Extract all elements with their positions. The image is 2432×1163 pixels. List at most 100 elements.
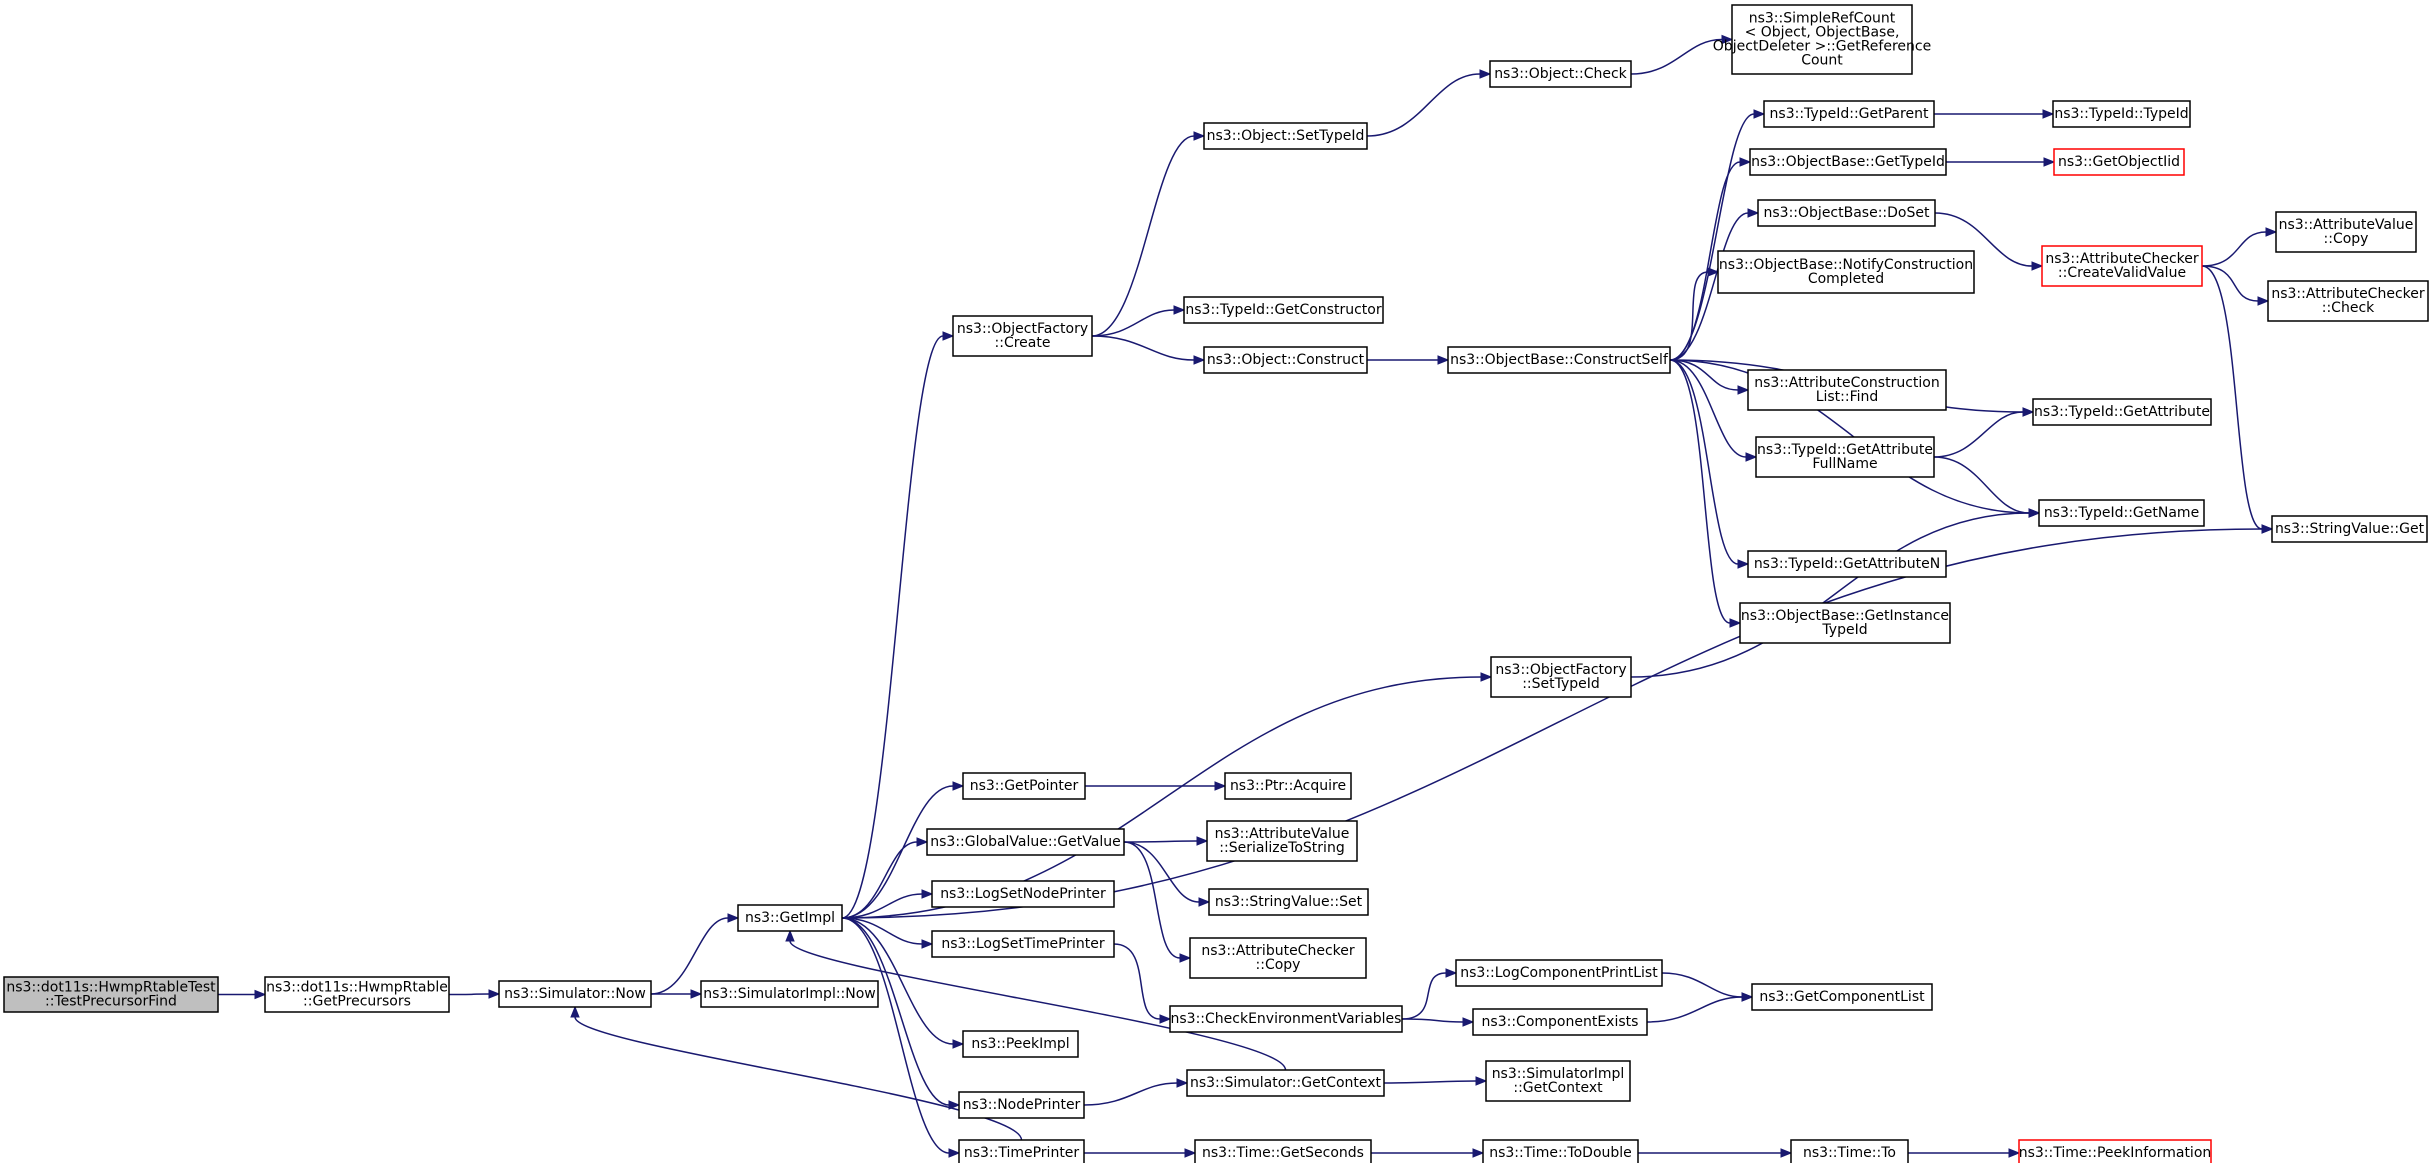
node-ns3-typeid-typeid[interactable]: ns3::TypeId::TypeId — [2052, 100, 2191, 128]
node-ns3-getimpl[interactable]: ns3::GetImpl — [737, 904, 843, 932]
node-ns3-object-check[interactable]: ns3::Object::Check — [1489, 60, 1632, 88]
node-label: ns3::AttributeChecker — [1201, 943, 1355, 959]
node-ns3-globalvalue-getvalue[interactable]: ns3::GlobalValue::GetValue — [926, 828, 1125, 856]
node-label: ns3::PeekImpl — [971, 1036, 1069, 1052]
node-label: TypeId — [1821, 622, 1867, 638]
node-ns3-simplerefcount-object-objectbase-objectdeleter-getreferencecount[interactable]: ns3::SimpleRefCount< Object, ObjectBase,… — [1713, 4, 1931, 75]
edge-n28-n24 — [1630, 512, 2030, 678]
node-ns3-dot11s-hwmprtable-getprecursors[interactable]: ns3::dot11s::HwmpRtable::GetPrecursors — [264, 976, 450, 1013]
node-ns3-attributechecker-copy[interactable]: ns3::AttributeChecker::Copy — [1189, 937, 1367, 979]
node-label: ns3::GetPointer — [970, 778, 1079, 794]
node-ns3-time-getseconds[interactable]: ns3::Time::GetSeconds — [1194, 1139, 1372, 1163]
node-ns3-object-construct[interactable]: ns3::Object::Construct — [1203, 346, 1368, 374]
node-ns3-objectbase-doset[interactable]: ns3::ObjectBase::DoSet — [1757, 199, 1936, 227]
node-box — [1763, 100, 1935, 128]
edge-arrowhead — [1780, 1148, 1793, 1158]
node-ns3-typeid-getname[interactable]: ns3::TypeId::GetName — [2038, 499, 2205, 527]
node-label: ns3::ComponentExists — [1482, 1014, 1639, 1030]
node-ns3-stringvalue-set[interactable]: ns3::StringValue::Set — [1208, 888, 1369, 916]
node-label: ns3::GlobalValue::GetValue — [930, 834, 1120, 850]
node-box — [1189, 937, 1367, 979]
node-ns3-logsettimeprinter[interactable]: ns3::LogSetTimePrinter — [931, 930, 1115, 958]
edge-n37-n39 — [1401, 1018, 1464, 1023]
node-ns3-objectbase-gettypeid[interactable]: ns3::ObjectBase::GetTypeId — [1749, 148, 1947, 176]
edge-n9-n10 — [1630, 38, 1723, 75]
node-ns3-typeid-getattribute[interactable]: ns3::TypeId::GetAttribute — [2032, 398, 2212, 426]
node-ns3-attributevalue-serializetostring[interactable]: ns3::AttributeValue::SerializeToString — [1206, 820, 1358, 862]
node-box — [2038, 499, 2205, 527]
edge-arrowhead — [1193, 355, 1206, 365]
edge-n3-n35 — [841, 893, 923, 919]
edge-n17-n25 — [2201, 265, 2263, 530]
node-label: ::SerializeToString — [1219, 840, 1344, 856]
node-ns3-objectbase-notifyconstructioncompleted[interactable]: ns3::ObjectBase::NotifyConstructionCompl… — [1717, 250, 1975, 294]
node-ns3-stringvalue-get[interactable]: ns3::StringValue::Get — [2271, 515, 2428, 543]
edge-arrowhead — [952, 1039, 965, 1049]
node-label: List::Find — [1816, 389, 1879, 405]
edge-n37-n38 — [1401, 972, 1447, 1020]
node-ns3-typeid-getparent[interactable]: ns3::TypeId::GetParent — [1763, 100, 1935, 128]
edge-arrowhead — [1739, 157, 1752, 167]
node-label: ns3::Object::SetTypeId — [1207, 128, 1365, 144]
node-label: ns3::GetObjectIid — [2058, 154, 2180, 170]
node-label: ns3::ObjectBase::ConstructSelf — [1450, 352, 1669, 368]
node-box — [1749, 148, 1947, 176]
node-label: ns3::StringValue::Set — [1215, 894, 1363, 910]
node-ns3-logcomponentprintlist[interactable]: ns3::LogComponentPrintList — [1455, 959, 1663, 987]
edge-n39-n40 — [1646, 996, 1743, 1023]
node-ns3-logsetnodeprinter[interactable]: ns3::LogSetNodePrinter — [931, 880, 1115, 908]
edge-n16-n17 — [1934, 212, 2033, 267]
node-ns3-ptr-acquire[interactable]: ns3::Ptr::Acquire — [1224, 772, 1352, 800]
node-ns3-objectfactory-settypeid[interactable]: ns3::ObjectFactory::SetTypeId — [1490, 656, 1632, 698]
node-ns3-simulatorimpl-now[interactable]: ns3::SimulatorImpl::Now — [700, 980, 879, 1008]
node-ns3-time-peekinformation[interactable]: ns3::Time::PeekInformation — [2018, 1139, 2212, 1163]
node-ns3-componentexists[interactable]: ns3::ComponentExists — [1472, 1008, 1648, 1036]
node-label: ns3::AttributeValue — [2279, 217, 2414, 233]
node-ns3-getcomponentlist[interactable]: ns3::GetComponentList — [1751, 983, 1933, 1011]
node-ns3-peekimpl[interactable]: ns3::PeekImpl — [962, 1030, 1079, 1058]
node-label: ns3::TypeId::GetConstructor — [1185, 302, 1381, 318]
node-ns3-objectbase-constructself[interactable]: ns3::ObjectBase::ConstructSelf — [1447, 346, 1671, 374]
node-label: ns3::TypeId::GetAttributeN — [1754, 556, 1940, 572]
node-label: ns3::Object::Check — [1494, 66, 1627, 82]
node-ns3-time-to[interactable]: ns3::Time::To — [1790, 1139, 1909, 1163]
node-ns3-object-settypeid[interactable]: ns3::Object::SetTypeId — [1203, 122, 1368, 150]
node-label: ns3::Simulator::Now — [504, 986, 646, 1002]
node-ns3-getobjectiid[interactable]: ns3::GetObjectIid — [2053, 148, 2185, 176]
node-ns3-nodeprinter[interactable]: ns3::NodePrinter — [958, 1091, 1085, 1119]
node-box — [498, 980, 652, 1008]
node-ns3-dot11s-hwmprtabletest-testprecursorfind[interactable]: ns3::dot11s::HwmpRtableTest::TestPrecurs… — [3, 976, 219, 1013]
edge-arrowhead — [2022, 407, 2035, 417]
node-box — [1183, 296, 1384, 324]
node-box — [1747, 369, 1947, 411]
node-ns3-checkenvironmentvariables[interactable]: ns3::CheckEnvironmentVariables — [1169, 1005, 1403, 1033]
node-ns3-objectfactory-create[interactable]: ns3::ObjectFactory::Create — [952, 315, 1093, 357]
node-ns3-attributechecker-check[interactable]: ns3::AttributeChecker::Check — [2267, 280, 2429, 322]
node-ns3-simulatorimpl-getcontext[interactable]: ns3::SimulatorImpl::GetContext — [1485, 1060, 1631, 1102]
edge-n6-n9 — [1366, 73, 1481, 137]
node-ns3-timeprinter[interactable]: ns3::TimePrinter — [958, 1139, 1085, 1163]
node-ns3-attributevalue-copy[interactable]: ns3::AttributeValue::Copy — [2275, 211, 2417, 253]
node-box — [2053, 148, 2185, 176]
node-ns3-getpointer[interactable]: ns3::GetPointer — [962, 772, 1086, 800]
node-label: ns3::SimpleRefCount — [1749, 11, 1896, 27]
node-ns3-typeid-getconstructor[interactable]: ns3::TypeId::GetConstructor — [1183, 296, 1384, 324]
edge-arrowhead — [1159, 1014, 1172, 1024]
node-ns3-time-todouble[interactable]: ns3::Time::ToDouble — [1482, 1139, 1639, 1163]
edge-arrowhead — [948, 1148, 961, 1158]
node-ns3-simulator-now[interactable]: ns3::Simulator::Now — [498, 980, 652, 1008]
edge-n11-n12 — [1669, 113, 1755, 361]
edge-arrowhead — [2028, 508, 2041, 518]
node-box — [958, 1139, 1085, 1163]
node-box — [264, 976, 450, 1013]
node-label: ns3::SimulatorImpl — [1492, 1066, 1625, 1082]
edge-arrowhead — [1480, 672, 1493, 682]
node-ns3-typeid-getattributen[interactable]: ns3::TypeId::GetAttributeN — [1747, 550, 1947, 578]
node-ns3-simulator-getcontext[interactable]: ns3::Simulator::GetContext — [1186, 1069, 1385, 1097]
node-ns3-attributechecker-createvalidvalue[interactable]: ns3::AttributeChecker::CreateValidValue — [2041, 245, 2203, 287]
node-label: ::GetContext — [1513, 1080, 1603, 1096]
